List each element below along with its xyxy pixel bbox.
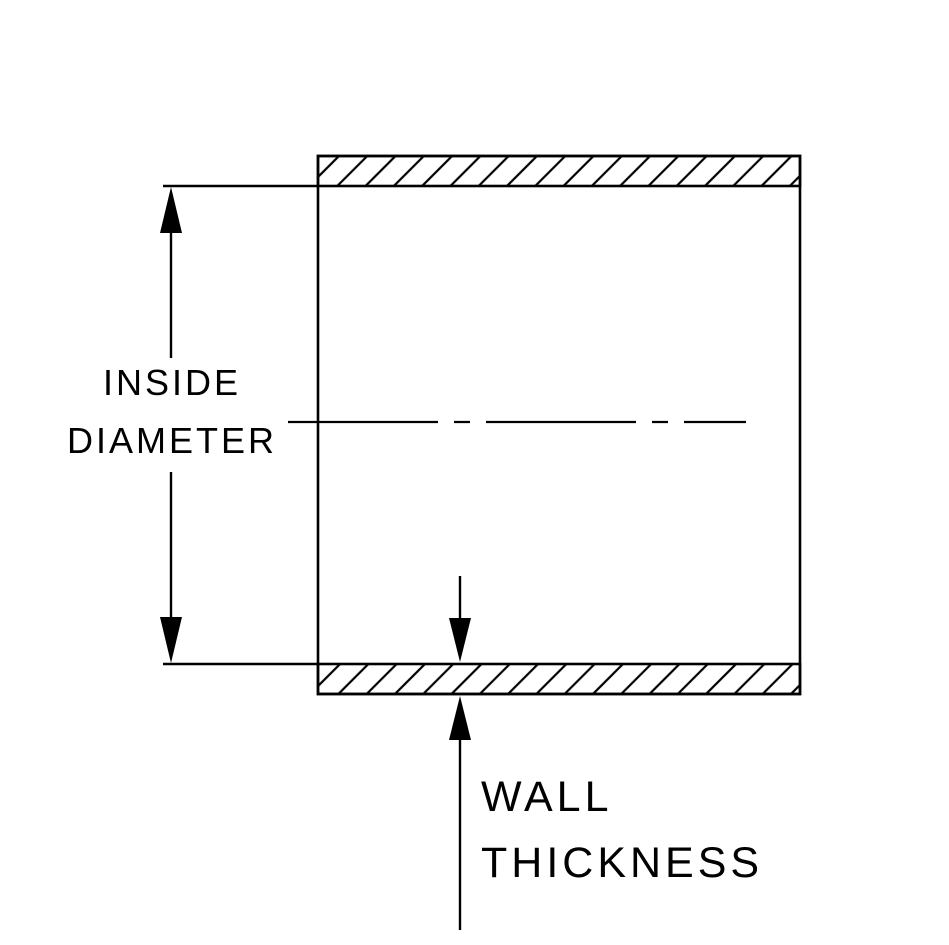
inside-diameter-label-line1: INSIDE	[103, 362, 241, 403]
arrowhead-up-icon	[160, 187, 182, 233]
hose-body	[288, 154, 802, 696]
arrowhead-down-icon	[160, 617, 182, 663]
wall-thickness-label-line1: WALL	[481, 773, 613, 821]
wall-thickness-label-line2: THICKNESS	[481, 839, 763, 887]
top-wall-hatch	[316, 154, 802, 188]
wall-thickness-dimension	[449, 576, 471, 930]
inside-diameter-dimension	[160, 184, 318, 666]
arrowhead-down-to-wall-icon	[449, 618, 471, 662]
inside-diameter-label-line2: DIAMETER	[67, 420, 277, 461]
bottom-wall-hatch	[316, 662, 802, 696]
hose-outline	[316, 154, 802, 696]
arrowhead-up-to-wall-icon	[449, 696, 471, 740]
